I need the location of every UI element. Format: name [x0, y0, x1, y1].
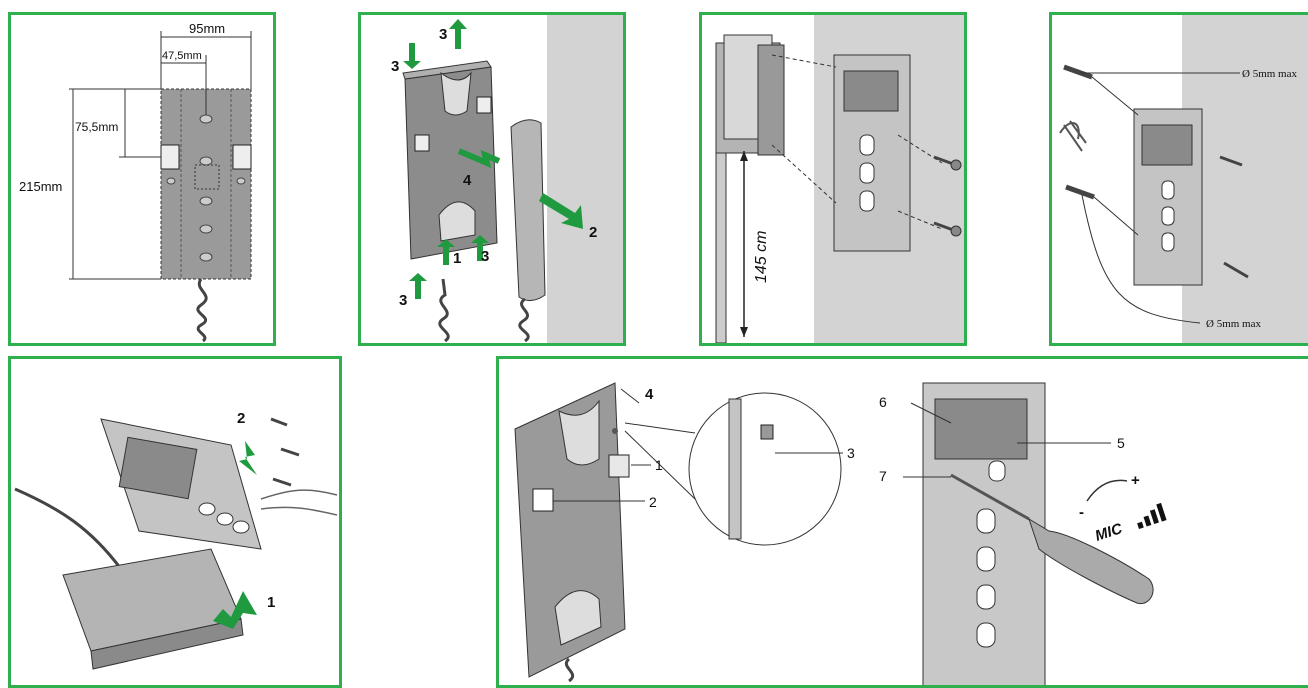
step-label-release-left: 3	[399, 292, 407, 309]
dimension-drawing: 95mm 47,5mm 75,5mm 215mm	[19, 21, 252, 343]
coiled-cable	[14, 487, 123, 570]
wall	[547, 15, 623, 343]
panel-wall-box: 145 cm	[699, 12, 967, 346]
callout-7: 7	[879, 468, 887, 484]
callout-4: 4	[645, 386, 654, 403]
mount-slot-right	[232, 144, 252, 170]
disassembly-drawing: 3 3 4 2 1 3 3	[391, 15, 623, 343]
callout-1: 1	[655, 457, 663, 473]
coiled-cord	[196, 278, 208, 343]
mount-slot-left	[160, 144, 180, 170]
arrow-2	[239, 441, 257, 475]
mic-minus-label: -	[1079, 504, 1084, 521]
arrow-3-bottom-right	[471, 235, 489, 261]
callout-5: 5	[1117, 435, 1125, 451]
step-label-cover: 4	[463, 172, 472, 189]
step-label-remove-upper: 3	[439, 26, 447, 43]
wall-plug-bottom	[1065, 184, 1095, 200]
wires	[260, 489, 338, 516]
callout-2: 2	[649, 494, 657, 510]
step-label-handset: 2	[589, 224, 597, 241]
offset-label: 75,5mm	[75, 120, 118, 134]
arrow-3-bottom-left	[409, 273, 427, 299]
height-label: 215mm	[19, 179, 62, 194]
screwdriver-shaft	[950, 473, 1030, 521]
hole-size-top: Ø 5mm max	[1242, 68, 1297, 80]
step-label-cable: 1	[453, 250, 461, 267]
label-slot	[608, 454, 630, 478]
mounting-height-label: 145 cm	[753, 231, 770, 283]
wall	[1182, 15, 1308, 343]
arrow-1	[437, 239, 455, 265]
arrow-2	[539, 193, 583, 229]
panel-mic-adjustment: 4 1 2 3 6 5 7 - + MIC	[496, 356, 1308, 688]
mic-label: MIC	[1093, 520, 1126, 545]
step-label-base: 1	[267, 594, 275, 611]
cable-connection-drawing: 2 1	[14, 410, 338, 670]
mic-level-bars	[1137, 502, 1167, 529]
half-width-label: 47,5mm	[162, 50, 202, 62]
detail-magnifier	[688, 392, 842, 546]
wire-bundle	[1059, 120, 1087, 152]
panel-dimensions: 95mm 47,5mm 75,5mm 215mm	[8, 12, 276, 346]
screwdriver-handle	[1028, 517, 1154, 605]
arrow-3-top-left	[403, 43, 421, 69]
step-label-release-right: 3	[481, 248, 489, 265]
width-label: 95mm	[189, 21, 225, 36]
panel-drilling: Ø 5mm max Ø 5mm max	[1049, 12, 1308, 346]
drilling-drawing: Ø 5mm max Ø 5mm max	[1059, 15, 1308, 343]
wall-plug-top	[1063, 64, 1093, 80]
arrow-3-top	[449, 19, 467, 49]
arrow-4	[457, 148, 501, 169]
arrow-1	[213, 591, 257, 629]
mic-plus-label: +	[1131, 472, 1140, 489]
mic-adjustment-drawing: 4 1 2 3 6 5 7 - + MIC	[514, 382, 1167, 685]
hole-size-bottom: Ø 5mm max	[1206, 318, 1261, 330]
callout-6: 6	[879, 394, 887, 410]
step-label-screw: 2	[237, 410, 245, 427]
wall-box-drawing: 145 cm	[715, 15, 964, 343]
panel-disassembly: 3 3 4 2 1 3 3	[358, 12, 626, 346]
wall-slot	[532, 488, 554, 512]
handset	[510, 119, 546, 301]
step-label-remove-lower: 3	[391, 58, 399, 75]
callout-3: 3	[847, 445, 855, 461]
panel-cable-connection: 2 1	[8, 356, 342, 688]
